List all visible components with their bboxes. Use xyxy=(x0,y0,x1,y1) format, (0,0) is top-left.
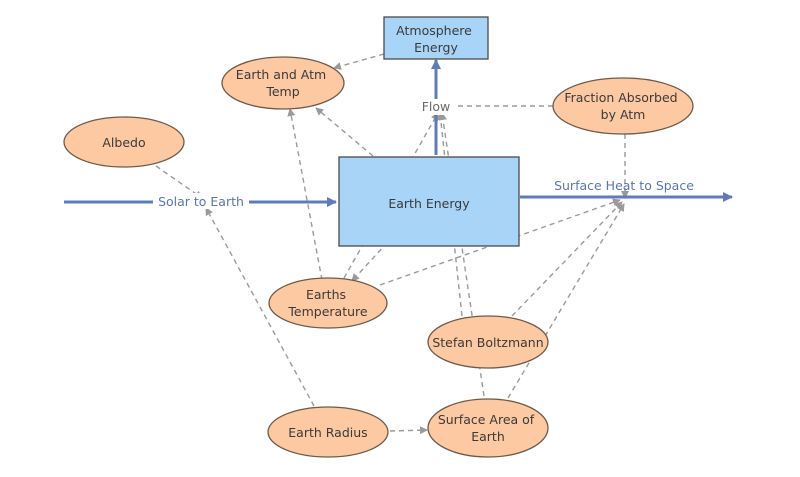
link-earths-temp-to-earth-atm-temp[interactable] xyxy=(287,108,323,281)
link-atmosphere-to-earth-atm-temp[interactable] xyxy=(333,53,385,70)
link-earth-energy-to-earth-atm-temp[interactable] xyxy=(315,107,374,157)
variable-albedo[interactable]: Albedo xyxy=(63,116,185,168)
atmosphere-energy-label: Atmosphere Energy xyxy=(396,23,476,55)
surface-heat-to-space-label[interactable]: Surface Heat to Space xyxy=(554,178,694,193)
earths-temperature-label: Earths Temperature xyxy=(287,287,367,319)
variable-surface-area-of-earth[interactable]: Surface Area of Earth xyxy=(427,398,549,458)
flow-label[interactable]: Flow xyxy=(422,99,451,114)
surface-area-of-earth-label: Surface Area of Earth xyxy=(438,412,538,444)
solar-label-background xyxy=(153,193,249,209)
solar-to-earth-label[interactable]: Solar to Earth xyxy=(158,194,244,209)
variable-earth-radius[interactable]: Earth Radius xyxy=(267,406,389,458)
earth-energy-label: Earth Energy xyxy=(388,196,470,211)
link-albedo-to-solar-valve[interactable] xyxy=(155,165,203,199)
earth-radius-label: Earth Radius xyxy=(288,425,367,440)
albedo-label: Albedo xyxy=(102,135,145,150)
stefan-boltzmann-label: Stefan Boltzmann xyxy=(432,335,543,350)
variable-earths-temperature[interactable]: Earths Temperature xyxy=(268,277,388,329)
variable-earth-and-atm-temp[interactable]: Earth and Atm Temp xyxy=(221,56,345,110)
stock-atmosphere-energy[interactable]: Atmosphere Energy xyxy=(383,16,489,60)
fraction-absorbed-by-atm-label: Fraction Absorbed by Atm xyxy=(564,90,681,122)
flow-label-background xyxy=(418,99,454,115)
variable-fraction-absorbed-by-atm[interactable]: Fraction Absorbed by Atm xyxy=(552,77,694,135)
flow-labels: Solar to Earth Surface Heat to Space Flo… xyxy=(153,99,694,209)
link-earth-radius-to-solar-valve[interactable] xyxy=(205,207,315,407)
variable-stefan-boltzmann[interactable]: Stefan Boltzmann xyxy=(427,315,549,369)
link-surface-area-to-heat-valve[interactable] xyxy=(507,203,625,399)
link-earth-radius-to-surface-area[interactable] xyxy=(389,426,428,435)
stock-earth-energy[interactable]: Earth Energy xyxy=(338,156,520,247)
earth-and-atm-temp-label: Earth and Atm Temp xyxy=(236,67,330,99)
